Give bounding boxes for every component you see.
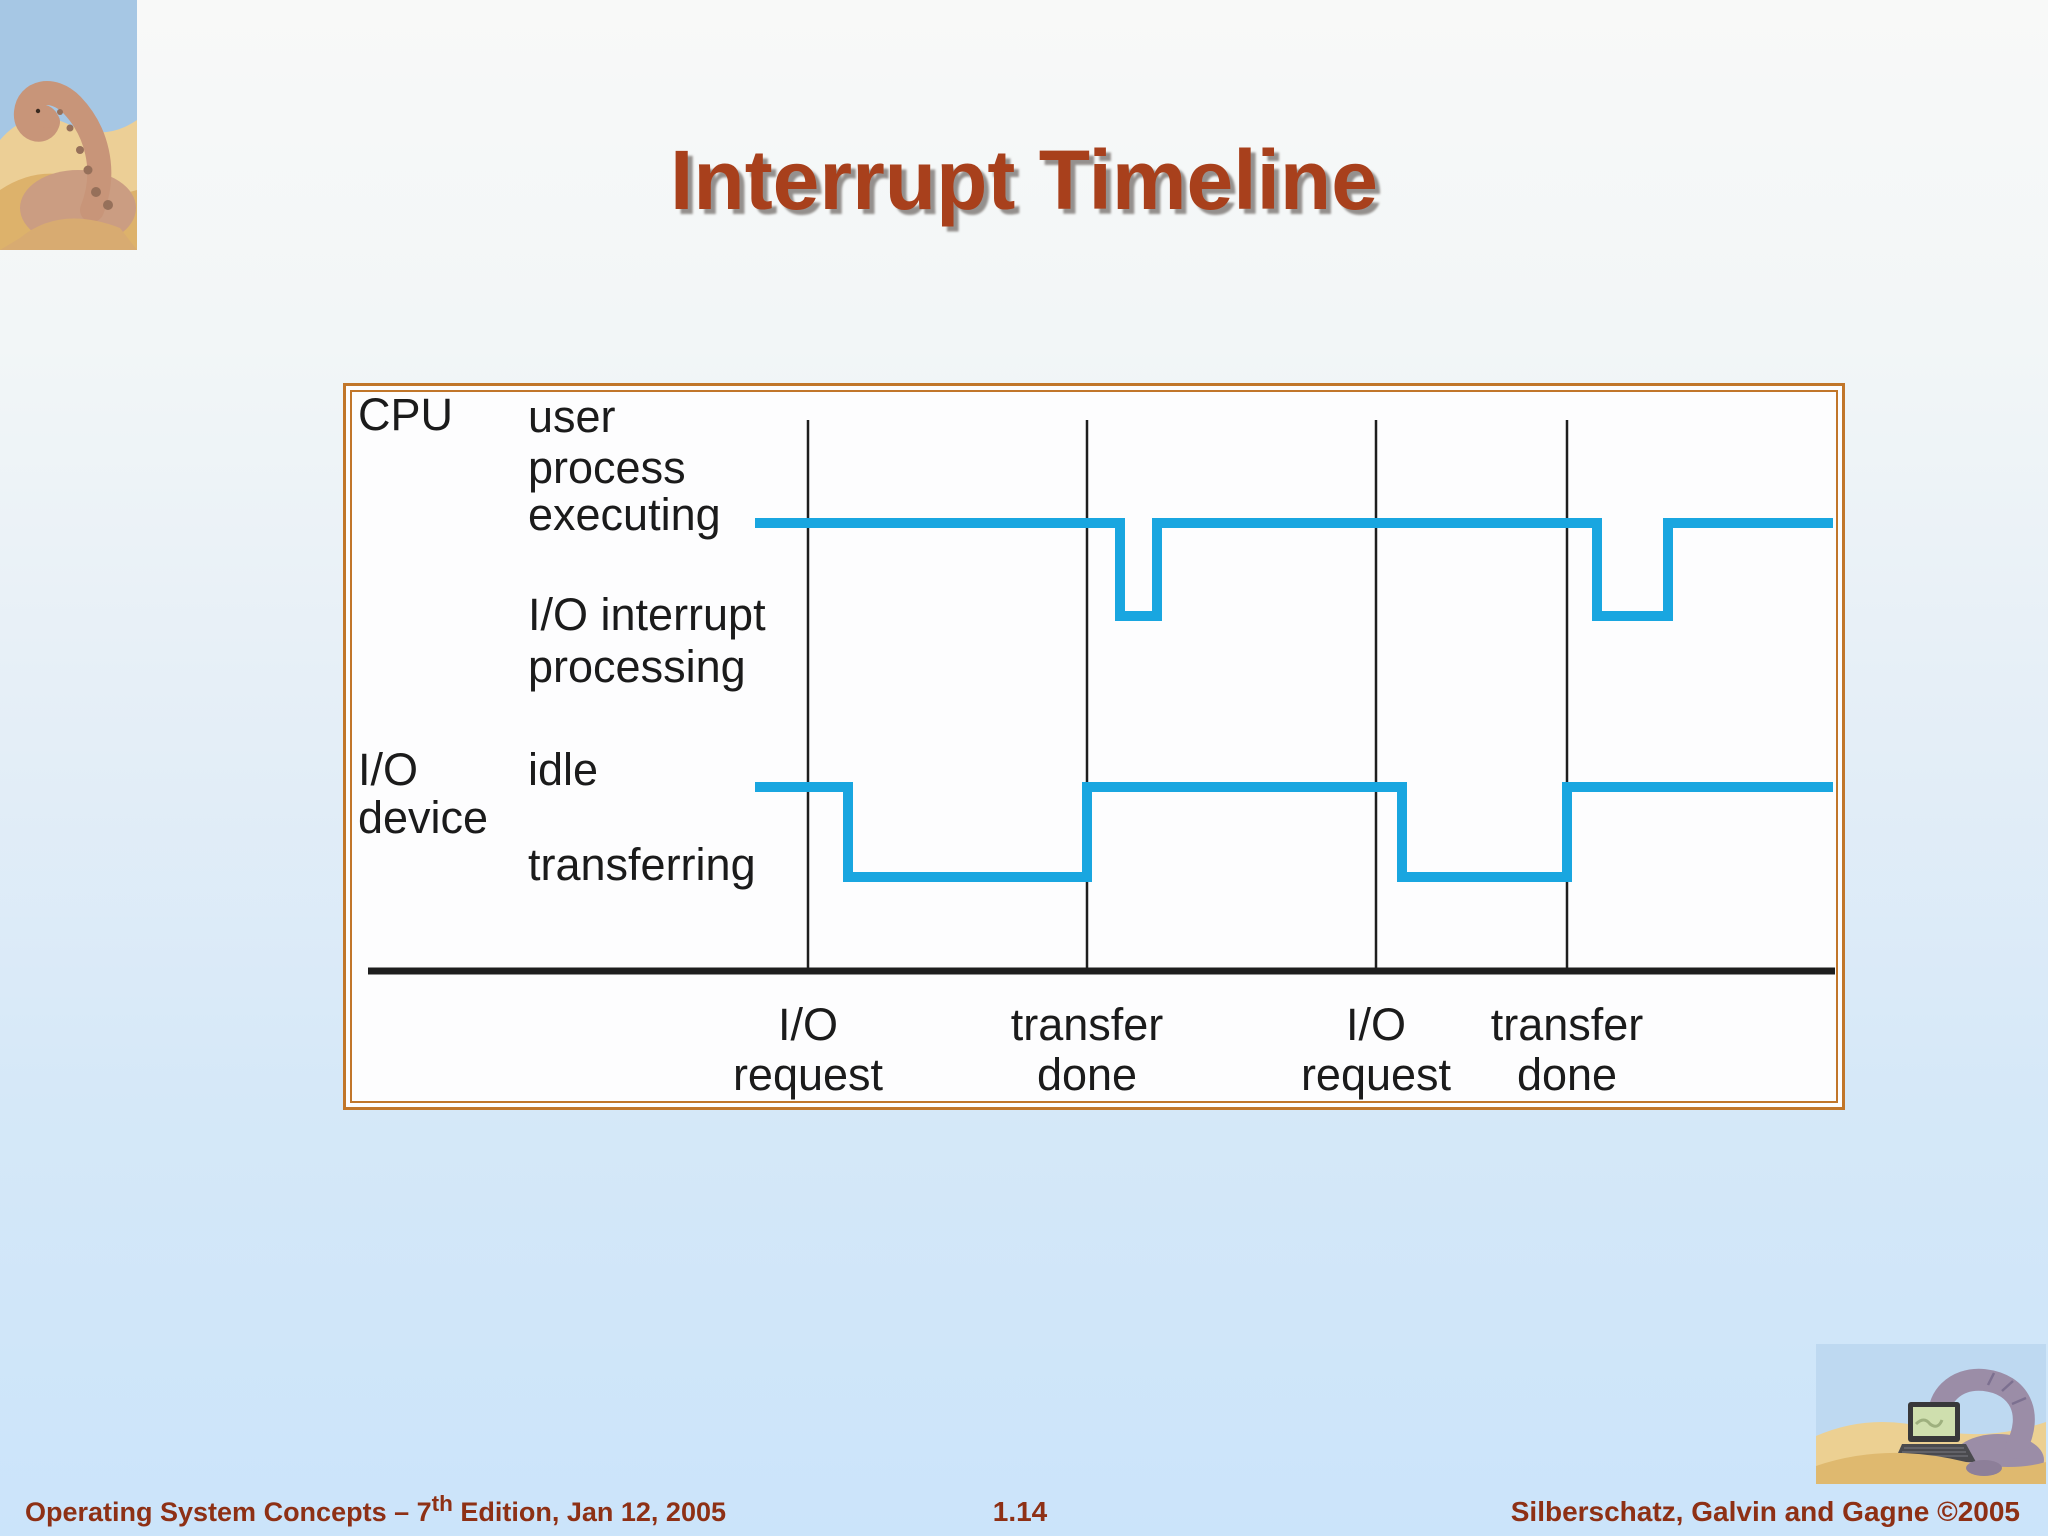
- cpu-state-user: user: [528, 391, 616, 442]
- footer-book-title-suffix: Edition, Jan 12, 2005: [452, 1497, 726, 1527]
- io-device-label-line1: I/O: [358, 744, 418, 795]
- device-state-idle: idle: [528, 744, 598, 795]
- device-state-transferring: transferring: [528, 839, 756, 890]
- axis-label-transfer-done-1-line2: done: [1037, 1049, 1137, 1100]
- dinosaur-reading-artwork: [0, 0, 137, 250]
- cpu-state-process: process: [528, 442, 686, 493]
- footer-authors: Silberschatz, Galvin and Gagne ©2005: [1510, 1496, 2020, 1527]
- io-device-label-line2: device: [358, 792, 488, 843]
- timing-diagram: CPU user process executing I/O interrupt…: [343, 383, 1845, 1110]
- axis-label-io-request-1-line1: I/O: [778, 999, 838, 1050]
- slide-title: Interrupt Timeline: [670, 133, 1378, 228]
- axis-label-transfer-done-2-line1: transfer: [1491, 999, 1644, 1050]
- axis-label-io-request-1-line2: request: [733, 1049, 884, 1100]
- dinosaur-with-laptop-artwork: [1816, 1344, 2046, 1484]
- interrupt-timeline-figure: CPU user process executing I/O interrupt…: [343, 383, 1845, 1110]
- cpu-label: CPU: [358, 389, 453, 440]
- footer-ordinal-suffix: th: [431, 1491, 453, 1516]
- axis-label-io-request-2-line2: request: [1301, 1049, 1452, 1100]
- footer-book-title-prefix: Operating System Concepts – 7: [25, 1497, 432, 1527]
- figure-border-outer: [343, 383, 1845, 1110]
- slide-number: 1.14: [992, 1496, 1048, 1527]
- figure-border-inner: [350, 390, 1838, 1103]
- io-device-activity-trace: [755, 782, 1833, 882]
- cpu-state-io-interrupt: I/O interrupt: [528, 589, 766, 640]
- footer-book-title: Operating System Concepts – 7th Edition,…: [25, 1491, 726, 1528]
- cpu-state-processing: processing: [528, 641, 746, 692]
- axis-label-transfer-done-1-line1: transfer: [1011, 999, 1164, 1050]
- cpu-activity-trace: [755, 518, 1833, 621]
- axis-label-io-request-2-line1: I/O: [1346, 999, 1406, 1050]
- cpu-state-executing: executing: [528, 489, 721, 540]
- axis-label-transfer-done-2-line2: done: [1517, 1049, 1617, 1100]
